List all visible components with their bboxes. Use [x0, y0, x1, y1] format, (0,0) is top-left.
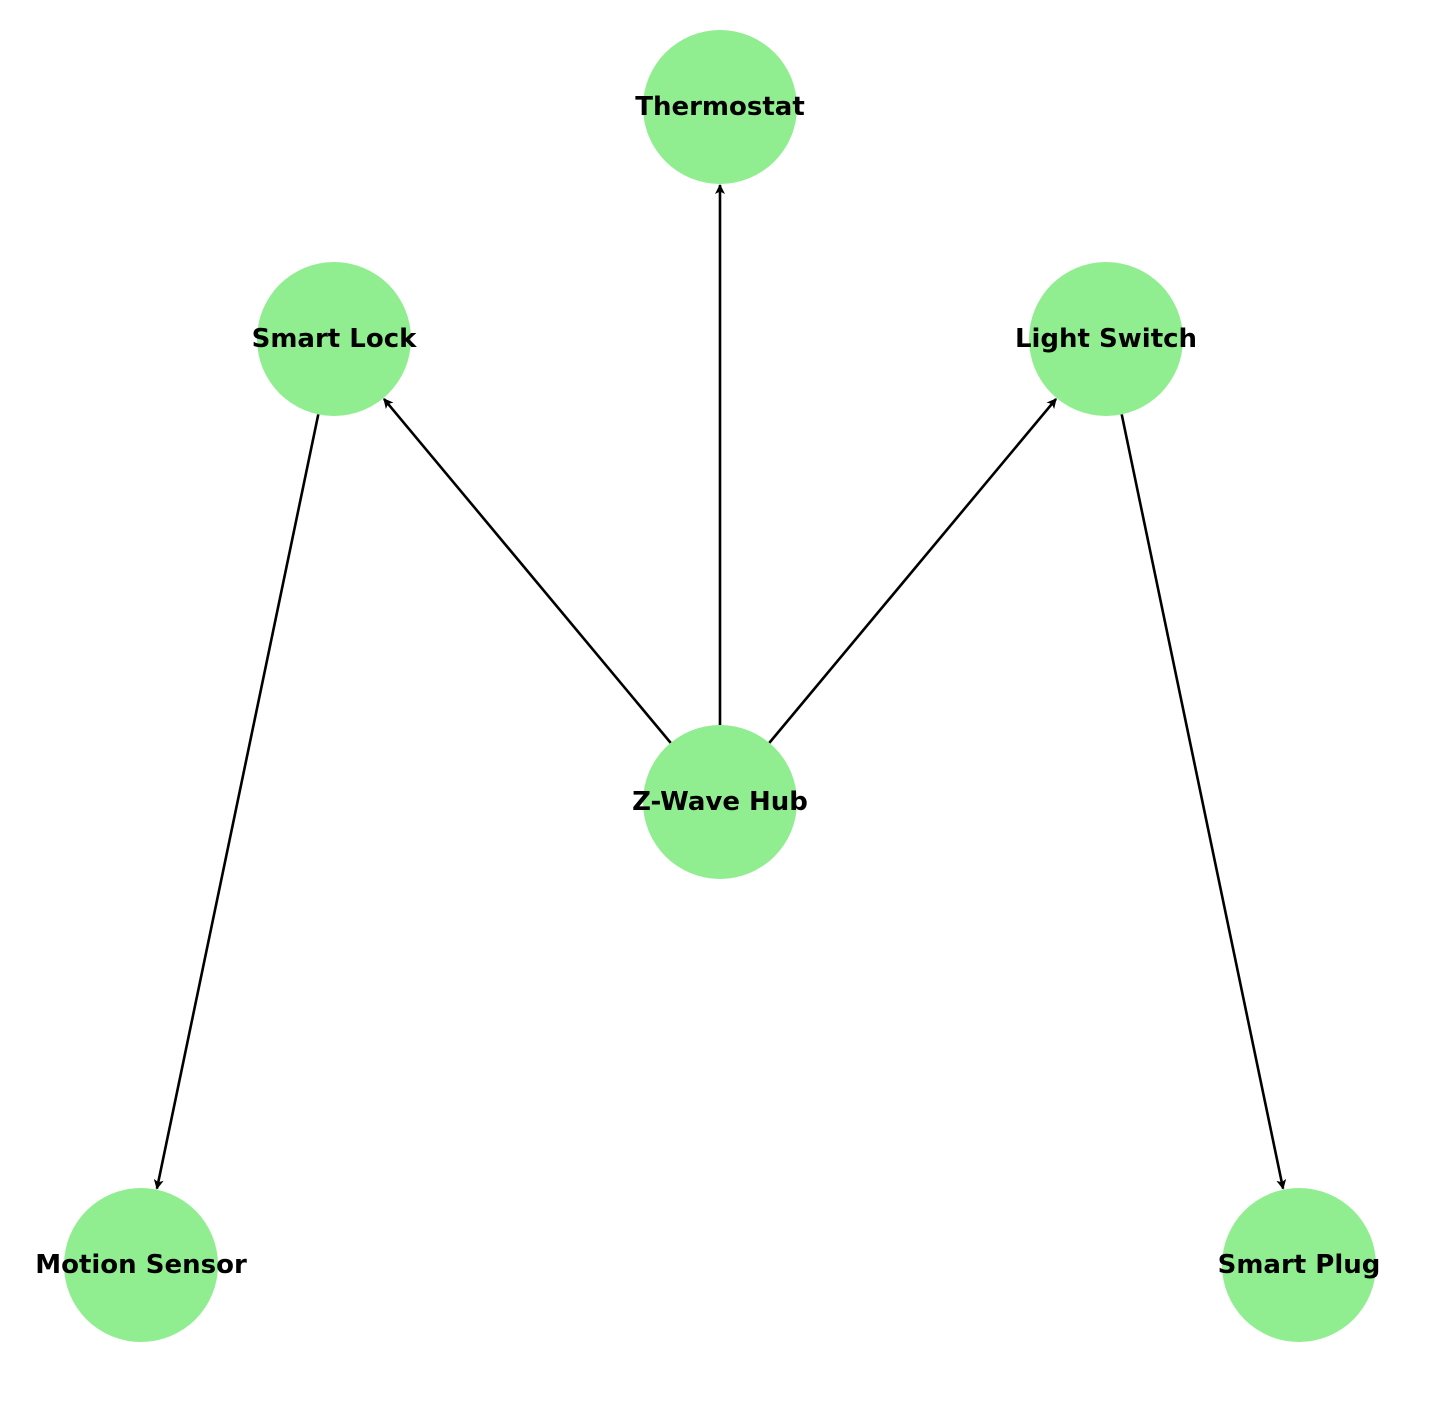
- node-circle: [643, 30, 797, 184]
- node-label: Thermostat: [635, 92, 805, 122]
- edge-smart-lock-to-motion-sensor: [153, 414, 320, 1190]
- node-label: Z-Wave Hub: [632, 787, 808, 817]
- node-circle: [257, 262, 411, 416]
- node-smart-lock: Smart Lock: [252, 262, 418, 416]
- edge-zwave-hub-to-smart-lock: [382, 398, 672, 744]
- node-circle: [1222, 1188, 1376, 1342]
- node-light-switch: Light Switch: [1015, 262, 1197, 416]
- node-circle: [643, 725, 797, 879]
- node-circle: [1029, 262, 1183, 416]
- edges-layer: [153, 184, 1287, 1190]
- node-motion-sensor: Motion Sensor: [35, 1188, 247, 1342]
- node-label: Light Switch: [1015, 324, 1197, 354]
- node-label: Smart Plug: [1218, 1250, 1381, 1280]
- node-zwave-hub: Z-Wave Hub: [632, 725, 808, 879]
- node-label: Smart Lock: [252, 324, 418, 354]
- node-circle: [64, 1188, 218, 1342]
- node-thermostat: Thermostat: [635, 30, 805, 184]
- edge-zwave-hub-to-light-switch: [768, 398, 1058, 744]
- node-label: Motion Sensor: [35, 1250, 247, 1280]
- edge-light-switch-to-smart-plug: [1120, 414, 1287, 1190]
- node-smart-plug: Smart Plug: [1218, 1188, 1381, 1342]
